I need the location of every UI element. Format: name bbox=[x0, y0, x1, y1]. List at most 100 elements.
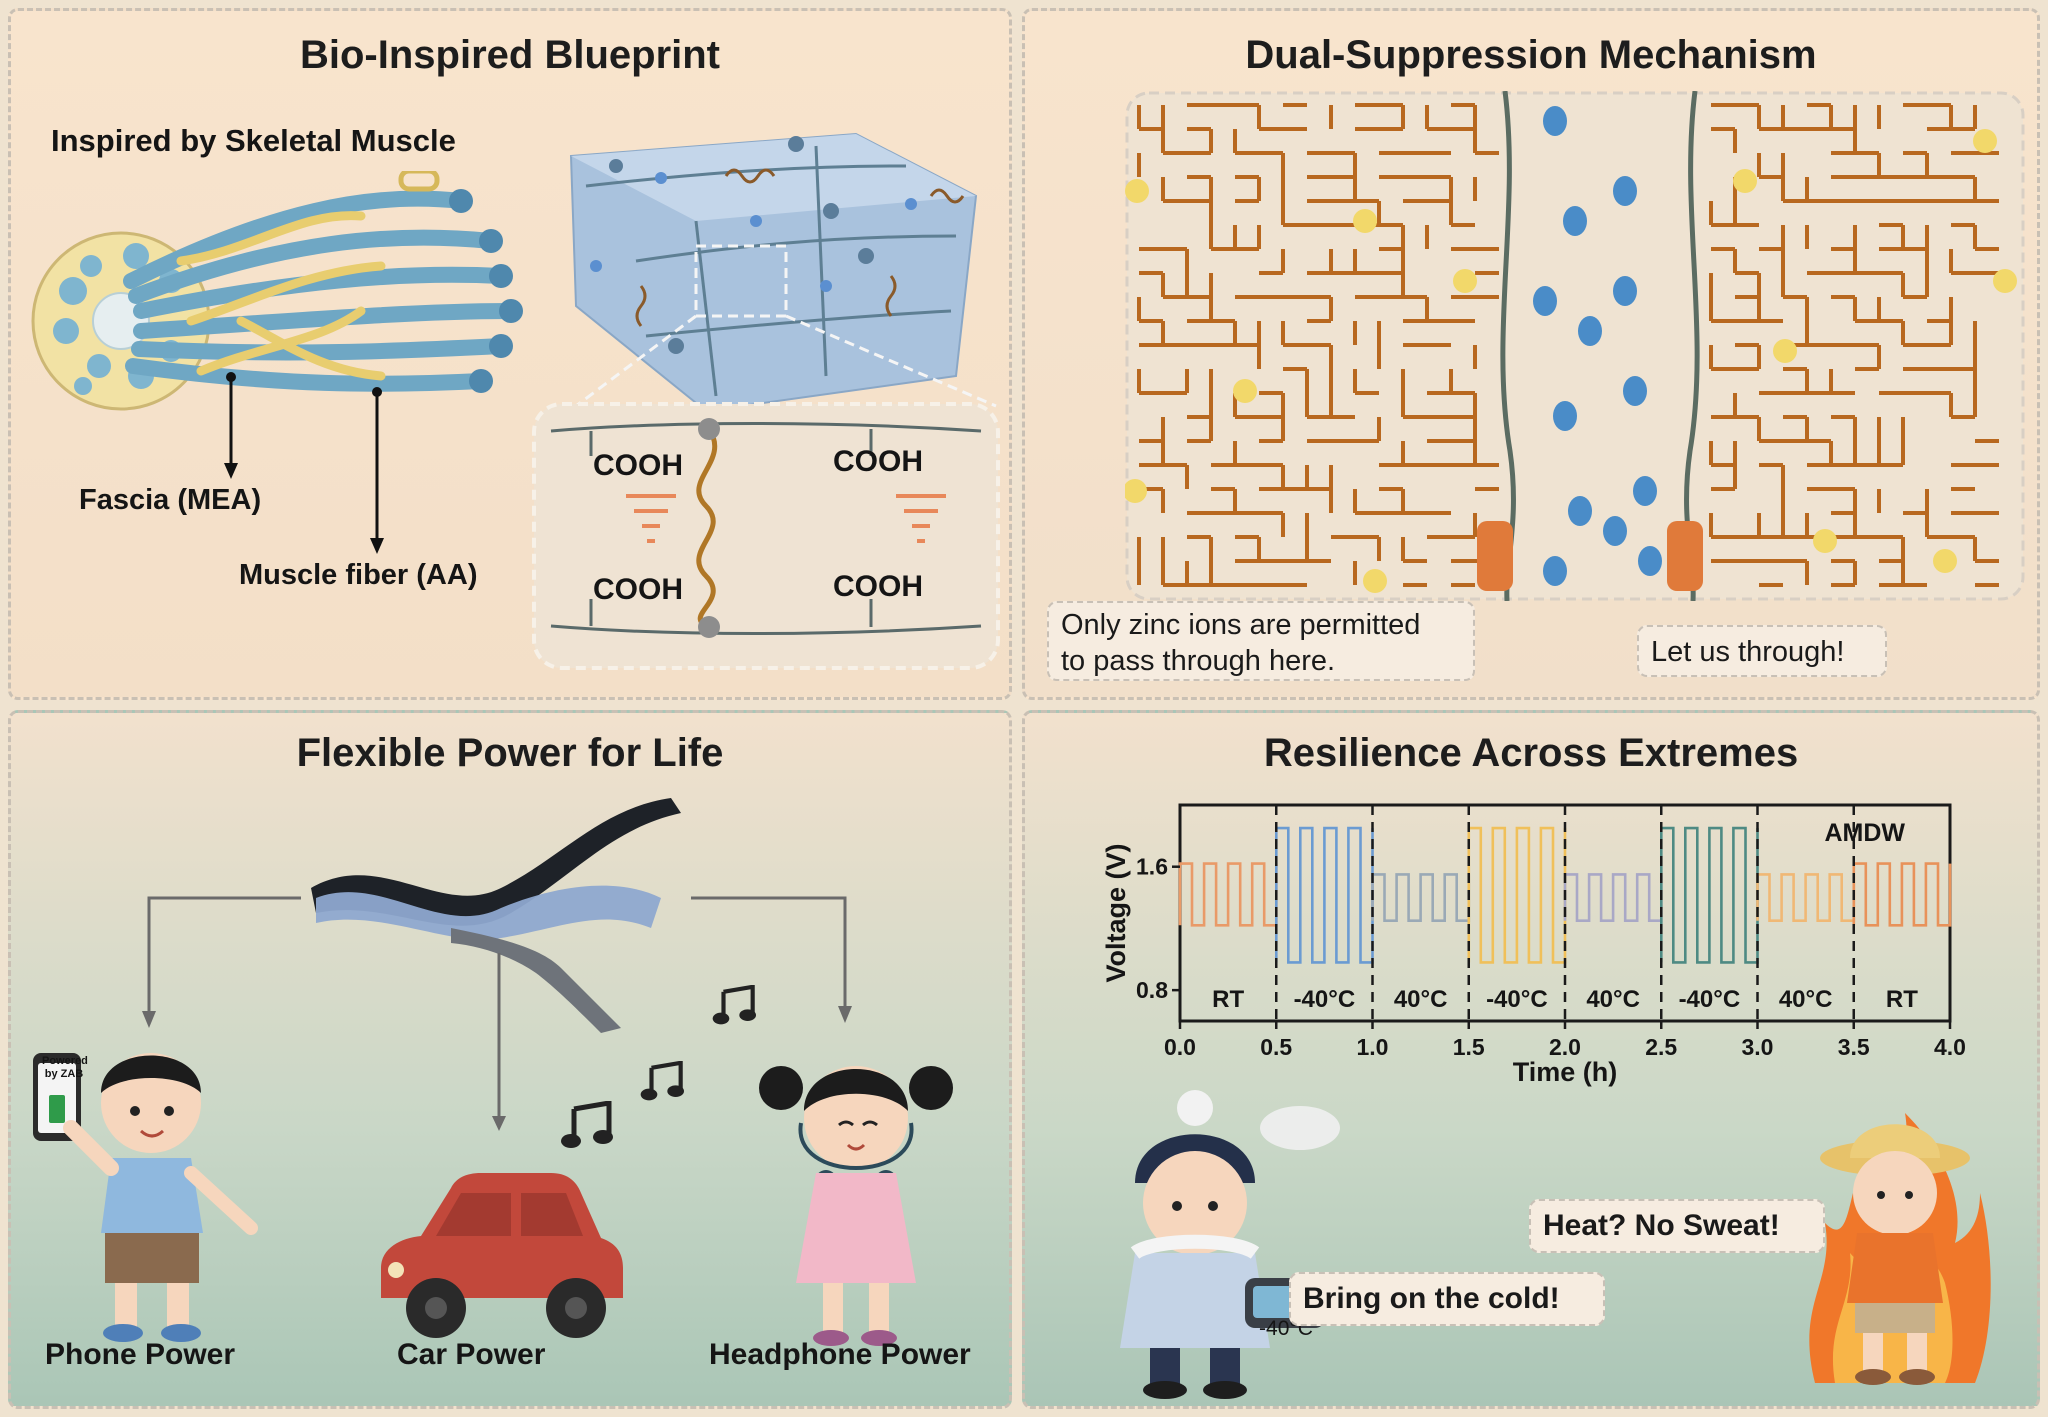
blocked-ion bbox=[1363, 569, 1387, 593]
zinc-ion bbox=[1578, 316, 1602, 346]
segment-label: -40°C bbox=[1486, 986, 1548, 1013]
blocked-ion bbox=[1773, 339, 1797, 363]
x-tick-label: 3.0 bbox=[1742, 1034, 1774, 1060]
series-segment-1 bbox=[1275, 826, 1374, 964]
flexible-battery bbox=[311, 798, 681, 1033]
x-tick-label: 3.5 bbox=[1838, 1034, 1870, 1060]
hot-boy-illustration bbox=[1809, 1113, 1991, 1385]
blocked-ion bbox=[1973, 129, 1997, 153]
panel-title-blueprint: Bio-Inspired Blueprint bbox=[300, 33, 720, 77]
y-tick-label: 1.6 bbox=[1136, 854, 1168, 880]
girl-with-headphones-illustration bbox=[759, 1066, 953, 1346]
car-power-label: Car Power bbox=[397, 1338, 546, 1371]
zinc-ion bbox=[1543, 106, 1567, 136]
fascia-pointer-arrow bbox=[224, 372, 238, 479]
series-segment-3 bbox=[1467, 826, 1567, 964]
plea-speech-bubble: Let us through! bbox=[1637, 625, 1887, 677]
segment-label: -40°C bbox=[1679, 986, 1741, 1013]
panel-title-mechanism: Dual-Suppression Mechanism bbox=[1245, 33, 1817, 77]
hot-speech-bubble: Heat? No Sweat! bbox=[1529, 1199, 1825, 1253]
headphone-power-label: Headphone Power bbox=[709, 1338, 971, 1371]
maze-right bbox=[1709, 103, 1999, 587]
phone-screen-line1: Powered bbox=[42, 1055, 88, 1067]
panel-dual-suppression: Dual-Suppression Mechanism Only zinc ion… bbox=[1022, 8, 2040, 700]
blocked-ion bbox=[1453, 269, 1477, 293]
zinc-ion bbox=[1563, 206, 1587, 236]
zinc-ion bbox=[1533, 286, 1557, 316]
blocked-ion bbox=[1993, 269, 2017, 293]
cold-boy-illustration bbox=[1120, 1090, 1340, 1399]
cooh-top-left: COOH bbox=[593, 449, 683, 482]
blocked-species bbox=[1125, 129, 2017, 593]
skeletal-muscle-subtitle: Inspired by Skeletal Muscle bbox=[51, 123, 456, 158]
panel-bio-inspired-blueprint: Bio-Inspired Blueprint Inspired by Skele… bbox=[8, 8, 1012, 700]
music-note-icon bbox=[712, 985, 756, 1025]
guard-figure bbox=[1667, 521, 1703, 591]
x-tick-label: 0.0 bbox=[1164, 1034, 1196, 1060]
cold-quote: Bring on the cold! bbox=[1303, 1282, 1560, 1315]
x-tick-label: 4.0 bbox=[1934, 1034, 1966, 1060]
y-axis-label: Voltage (V) bbox=[1101, 843, 1131, 982]
panel-flexible-power: Flexible Power for Life bbox=[8, 710, 1012, 1409]
phone-power-label: Phone Power bbox=[45, 1338, 236, 1371]
blocked-ion bbox=[1353, 209, 1377, 233]
zinc-ion bbox=[1638, 546, 1662, 576]
x-axis-label: Time (h) bbox=[1513, 1057, 1618, 1087]
segment-label: 40°C bbox=[1394, 986, 1448, 1013]
zinc-ion bbox=[1543, 556, 1567, 586]
guard-quote-line2: to pass through here. bbox=[1061, 645, 1336, 677]
guard-speech-bubble: Only zinc ions are permitted to pass thr… bbox=[1047, 601, 1475, 681]
guard-figure bbox=[1477, 521, 1513, 591]
segment-label: RT bbox=[1212, 986, 1244, 1013]
segment-label: 40°C bbox=[1586, 986, 1640, 1013]
maze-illustration bbox=[1125, 91, 2025, 601]
fiber-pointer-arrow bbox=[370, 387, 384, 554]
phone-screen-line2: by ZAB bbox=[44, 1068, 84, 1080]
series-segment-0 bbox=[1178, 862, 1278, 927]
hot-quote: Heat? No Sweat! bbox=[1543, 1209, 1780, 1242]
blocked-ion bbox=[1933, 549, 1957, 573]
x-tick-label: 0.5 bbox=[1260, 1034, 1292, 1060]
x-tick-label: 2.5 bbox=[1645, 1034, 1677, 1060]
zinc-ion bbox=[1613, 176, 1637, 206]
series-segment-7 bbox=[1852, 862, 1952, 927]
boy-with-phone-illustration bbox=[33, 1053, 258, 1342]
skeletal-muscle-illustration bbox=[31, 171, 523, 411]
guard-figures bbox=[1477, 521, 1703, 591]
zinc-ion bbox=[1613, 276, 1637, 306]
carboxyl-inset bbox=[532, 402, 1000, 670]
blocked-ion bbox=[1733, 169, 1757, 193]
car-illustration bbox=[381, 1173, 623, 1338]
segment-label: -40°C bbox=[1294, 986, 1356, 1013]
power-distribution-arrows bbox=[142, 896, 852, 1131]
cooh-bottom-right: COOH bbox=[833, 570, 923, 603]
music-note-icon bbox=[561, 1101, 613, 1148]
music-note-icon bbox=[640, 1061, 684, 1101]
zinc-ion bbox=[1633, 476, 1657, 506]
series-segment-5 bbox=[1660, 826, 1759, 964]
cooh-bottom-left: COOH bbox=[593, 573, 683, 606]
blocked-ion bbox=[1233, 379, 1257, 403]
blocked-ion bbox=[1813, 529, 1837, 553]
x-tick-label: 1.5 bbox=[1453, 1034, 1485, 1060]
hydrogel-block bbox=[569, 132, 997, 413]
x-tick-label: 2.0 bbox=[1549, 1034, 1581, 1060]
zinc-ion bbox=[1553, 401, 1577, 431]
segment-label: 40°C bbox=[1779, 986, 1833, 1013]
guard-quote-line1: Only zinc ions are permitted bbox=[1061, 609, 1421, 641]
fascia-label: Fascia (MEA) bbox=[79, 484, 262, 516]
panel-title-applications: Flexible Power for Life bbox=[296, 731, 724, 775]
series-name-label: AMDW bbox=[1824, 819, 1905, 847]
series-segment-6 bbox=[1756, 873, 1856, 922]
y-tick-label: 0.8 bbox=[1136, 977, 1168, 1003]
plea-quote: Let us through! bbox=[1651, 636, 1845, 668]
blocked-ion bbox=[1125, 179, 1149, 203]
zinc-ion bbox=[1568, 496, 1592, 526]
series-segment-4 bbox=[1563, 873, 1663, 922]
maze-left bbox=[1137, 103, 1499, 587]
zinc-ions bbox=[1533, 106, 1662, 586]
x-tick-label: 1.0 bbox=[1357, 1034, 1389, 1060]
